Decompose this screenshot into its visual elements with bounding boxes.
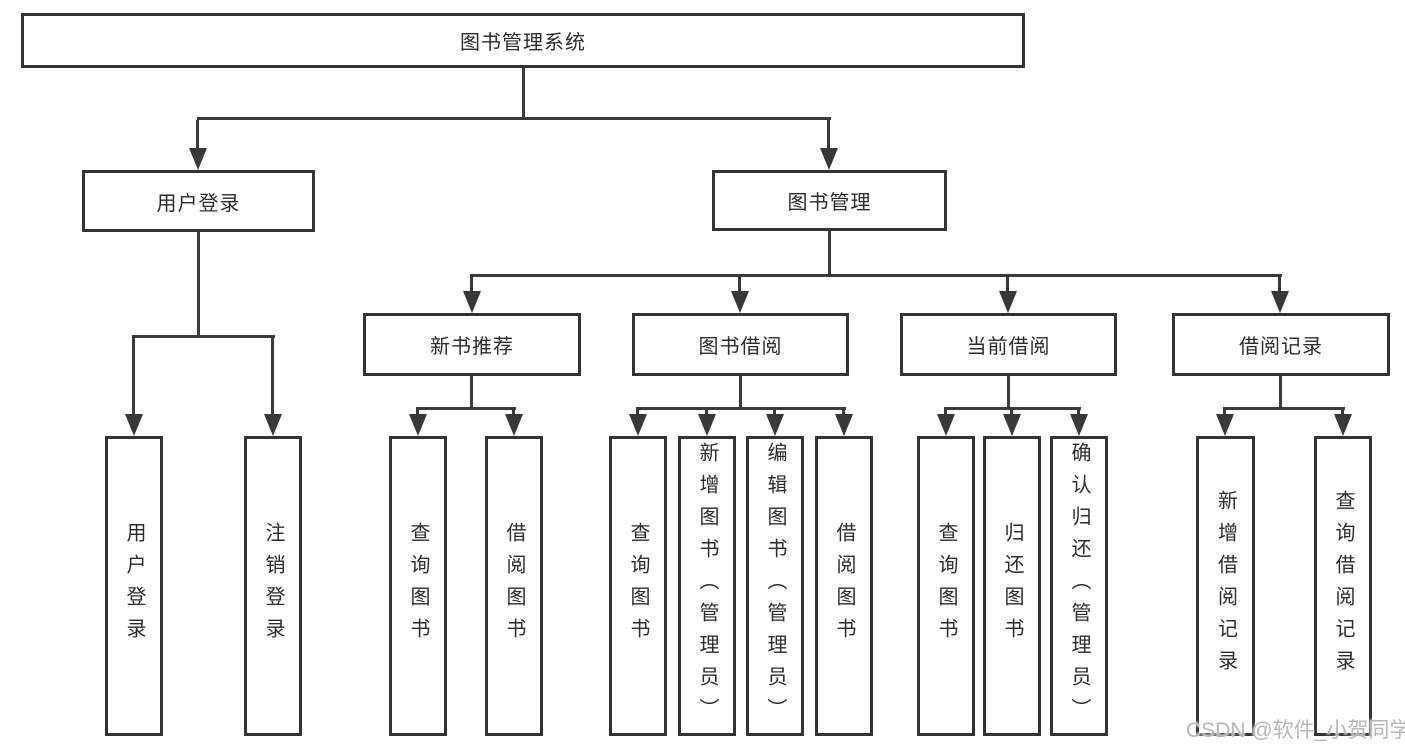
node-label: 图书借阅 [698,336,783,358]
leaf-label: 新增图书（管理员） [696,442,718,730]
arrow-down-icon [629,410,647,436]
connector-vline [828,231,831,277]
connector-hline [470,274,1282,277]
leaf-label: 借阅图书 [833,522,855,650]
arrow-down-icon [1271,277,1289,313]
node-label: 当前借阅 [966,336,1051,358]
leaf-label: 新增借阅记录 [1214,490,1237,682]
arrow-down-icon [1334,410,1352,436]
node-label: 图书管理 [787,192,872,214]
connector-vline [739,376,742,410]
connector-hline [197,117,831,120]
leaf-label: 查询图书 [627,522,649,650]
leaf-label: 查询图书 [407,522,429,650]
node-new-book-recommendation: 新书推荐 [363,313,581,376]
connector-hline [944,407,1081,410]
node-root: 图书管理系统 [21,13,1025,68]
arrow-down-icon [505,410,523,436]
arrow-down-icon [463,277,481,313]
leaf-user-login: 用户登录 [105,436,163,736]
node-book-management: 图书管理 [712,170,947,231]
leaf-query-book-recommend: 查询图书 [389,436,447,736]
connector-hline [1223,407,1345,410]
connector-vline [1007,376,1010,410]
leaf-label: 借阅图书 [503,522,525,650]
node-user-login: 用户登录 [82,170,315,232]
arrow-down-icon [999,277,1017,313]
arrow-down-icon [1070,410,1088,436]
node-label: 图书管理系统 [460,32,586,54]
leaf-label: 查询借阅记录 [1332,490,1354,682]
node-current-borrowing: 当前借阅 [900,313,1117,376]
leaf-confirm-return-admin: 确认归还（管理员） [1050,436,1108,736]
leaf-label: 编辑图书（管理员） [764,442,786,730]
connector-hline [636,407,846,410]
connector-vline [522,68,525,120]
leaf-label: 归还图书 [1001,522,1023,650]
connector-vline [197,232,200,338]
leaf-label: 注销登录 [262,522,284,650]
leaf-return-book: 归还图书 [983,436,1041,736]
leaf-label: 确认归还（管理员） [1068,442,1090,730]
leaf-query-borrow-record: 查询借阅记录 [1314,436,1372,736]
arrow-down-icon [1216,410,1234,436]
arrow-down-icon [125,338,143,436]
leaf-borrow-book-recommend: 借阅图书 [485,436,543,736]
node-borrowing-records: 借阅记录 [1172,313,1390,376]
arrow-down-icon [698,410,716,436]
arrow-down-icon [189,120,207,170]
node-label: 用户登录 [156,192,241,215]
arrow-down-icon [731,277,749,313]
leaf-query-book-current: 查询图书 [917,436,975,736]
leaf-logout-login: 注销登录 [244,436,302,736]
leaf-borrow-book: 借阅图书 [815,436,873,736]
leaf-edit-book-admin: 编辑图书（管理员） [746,436,804,736]
connector-vline [1279,376,1282,410]
node-book-borrowing: 图书借阅 [632,313,849,376]
arrow-down-icon [409,410,427,436]
arrow-down-icon [820,120,838,170]
arrow-down-icon [766,410,784,436]
leaf-label: 查询图书 [935,522,957,650]
connector-hline [132,335,275,338]
leaf-add-book-admin: 新增图书（管理员） [678,436,736,736]
arrow-down-icon [937,410,955,436]
connector-vline [470,376,473,410]
arrow-down-icon [264,338,282,436]
watermark: CSDN @软件_小贺同学 [1186,719,1405,742]
node-label: 借阅记录 [1239,336,1323,358]
connector-hline [416,407,516,410]
leaf-add-borrow-record: 新增借阅记录 [1196,436,1255,736]
arrow-down-icon [835,410,853,436]
arrow-down-icon [1003,410,1021,436]
node-label: 新书推荐 [430,336,514,358]
leaf-query-book-borrowing: 查询图书 [609,436,667,736]
leaf-label: 用户登录 [123,522,145,650]
